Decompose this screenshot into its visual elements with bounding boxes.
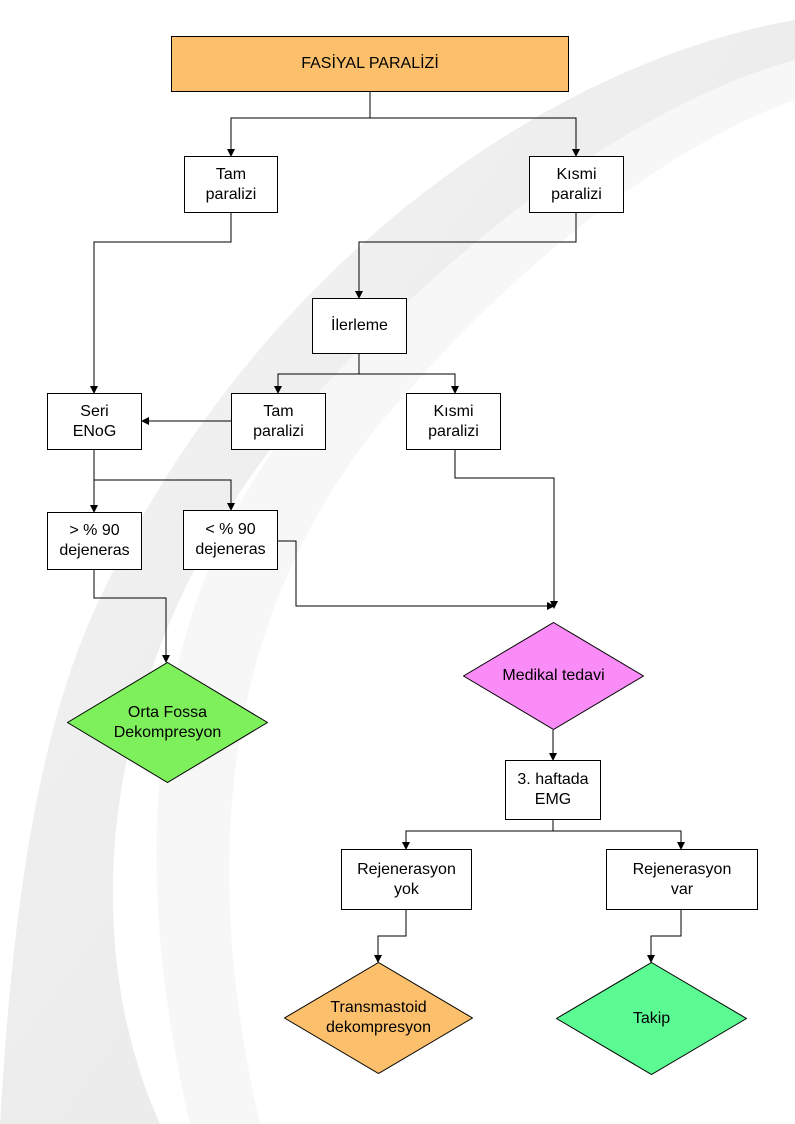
connector-title-to-kismi xyxy=(370,117,580,157)
node-rejenerasyon-yok: Rejenerasyon yok xyxy=(341,849,472,910)
diamond-shape xyxy=(67,662,268,783)
connector-emg-to-yok xyxy=(402,830,553,850)
connector-kismi2-to-medikal xyxy=(454,450,558,609)
node-rejenerasyon-var: Rejenerasyon var xyxy=(606,849,758,910)
node-lt90-dejeneras: < % 90 dejeneras xyxy=(183,510,278,570)
connector-yok-to-transmastoid xyxy=(374,910,407,963)
connector-title-to-tam xyxy=(227,117,370,157)
node-seri-enog: Seri ENoG xyxy=(47,393,142,450)
connector-gt90-to-orta xyxy=(93,570,170,663)
connector-var-to-takip xyxy=(647,910,682,963)
node-medikal-tedavi: Medikal tedavi xyxy=(463,622,644,730)
connector-seri-to-lt90 xyxy=(94,479,235,511)
medikal-tedavi-label: Medikal tedavi xyxy=(502,667,605,684)
diamond-shape xyxy=(556,962,747,1075)
node-orta-fossa-dekompresyon: Orta Fossa Dekompresyon xyxy=(67,662,268,783)
node-gt90-dejeneras: > % 90 dejeneras xyxy=(47,512,142,570)
node-kismi-paralizi-2: Kısmi paralizi xyxy=(406,393,501,450)
node-tam-paralizi-2: Tam paralizi xyxy=(231,393,326,450)
node-tam-paralizi-1: Tam paralizi xyxy=(184,156,278,213)
node-takip: Takip xyxy=(556,962,747,1075)
node-ilerleme: İlerleme xyxy=(312,298,407,354)
connector-kismi-to-ilerleme xyxy=(355,213,577,299)
connector-tam-to-seri xyxy=(90,213,232,394)
connector-lt90-to-medikal xyxy=(278,540,555,610)
takip-label: Takip xyxy=(632,1009,671,1027)
diamond-shape xyxy=(284,962,473,1074)
node-emg: 3. haftada EMG xyxy=(505,760,601,820)
diamond-shape xyxy=(463,622,644,730)
connector-ilerleme-to-kismi xyxy=(359,373,459,394)
node-fasiyal-paralizi: FASİYAL PARALİZİ xyxy=(171,36,569,92)
orta-fossa-label: Orta Fossa Dekompresyon xyxy=(113,703,222,741)
connector-ilerleme-to-tam xyxy=(274,373,359,394)
node-kismi-paralizi-1: Kısmi paralizi xyxy=(529,156,624,213)
connector-emg-to-var xyxy=(553,830,685,850)
transmastoid-label: Transmastoid dekompresyon xyxy=(326,999,431,1036)
node-transmastoid-dekompresyon: Transmastoid dekompresyon xyxy=(284,962,473,1074)
